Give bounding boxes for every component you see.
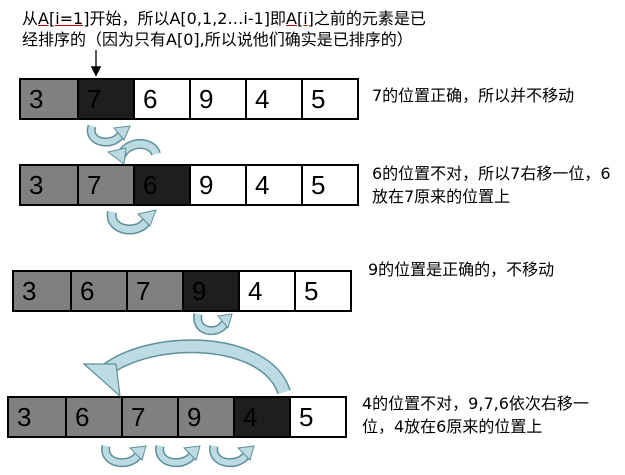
step-1-note: 7的位置正确，所以并不移动 xyxy=(372,86,575,105)
array-cell: 6 xyxy=(133,80,189,118)
array-cell: 5 xyxy=(301,80,357,118)
curved-swap-arrow-icon xyxy=(106,139,161,165)
intro-text: 从A[i=1]开始，所以A[0,1,2…i-1]即A[i]之前的元素是已经排序的… xyxy=(22,8,432,50)
loop-arrow-icon xyxy=(193,313,233,336)
array-cell: 3 xyxy=(9,398,65,436)
array-cell: 5 xyxy=(294,272,350,310)
array-cell: 4 xyxy=(245,80,301,118)
big-arc-arrow-icon xyxy=(82,339,291,398)
array-cell: 4 xyxy=(238,272,294,310)
intro-underlined-a-i-eq-1: A[i=1] xyxy=(38,9,90,28)
array-row-step-1: 3 7 6 9 4 5 xyxy=(19,78,359,120)
loop-arrow-icon xyxy=(155,445,201,468)
array-row-step-2: 3 7 6 9 4 5 xyxy=(19,164,359,206)
array-cell: 3 xyxy=(21,166,77,204)
array-cell: 9 xyxy=(189,166,245,204)
step-4-note: 4的位置不对，9,7,6依次右移一位，4放在6原来的位置上 xyxy=(362,394,589,436)
array-cell: 5 xyxy=(289,398,345,436)
loop-arrow-icon xyxy=(209,445,255,468)
intro-part-1: 从 xyxy=(22,9,39,28)
step-2-note: 6的位置不对，所以7右移一位，6放在7原来的位置上 xyxy=(372,164,611,206)
array-row-step-4: 3 6 7 9 4 5 xyxy=(7,396,347,438)
intro-part-2: 开始，所以A[0,1,2…i-1]即 xyxy=(89,9,287,28)
array-cell: 3 xyxy=(14,272,70,310)
intro-part-3: 之前的元素是已经排序的（因为只有A[0],所以说他们确实是已排序的） xyxy=(22,9,426,49)
loop-arrow-icon xyxy=(86,124,131,147)
array-cell: 4 xyxy=(245,166,301,204)
array-cell: 7 xyxy=(121,398,177,436)
loop-arrow-icon xyxy=(106,209,157,235)
loop-arrow-icon xyxy=(101,445,147,468)
array-cell: 5 xyxy=(301,166,357,204)
intro-underlined-a-i: A[i] xyxy=(286,9,314,28)
array-cell-key: 9 xyxy=(182,272,238,310)
array-cell-key: 7 xyxy=(77,80,133,118)
array-row-step-3: 3 6 7 9 4 5 xyxy=(12,270,352,312)
array-cell: 7 xyxy=(126,272,182,310)
array-cell-key: 4 xyxy=(233,398,289,436)
array-cell: 7 xyxy=(77,166,133,204)
array-cell-key: 6 xyxy=(133,166,189,204)
array-cell: 3 xyxy=(21,80,77,118)
step-3-note: 9的位置是正确的，不移动 xyxy=(368,260,555,279)
array-cell: 6 xyxy=(70,272,126,310)
array-cell: 6 xyxy=(65,398,121,436)
array-cell: 9 xyxy=(189,80,245,118)
array-cell: 9 xyxy=(177,398,233,436)
